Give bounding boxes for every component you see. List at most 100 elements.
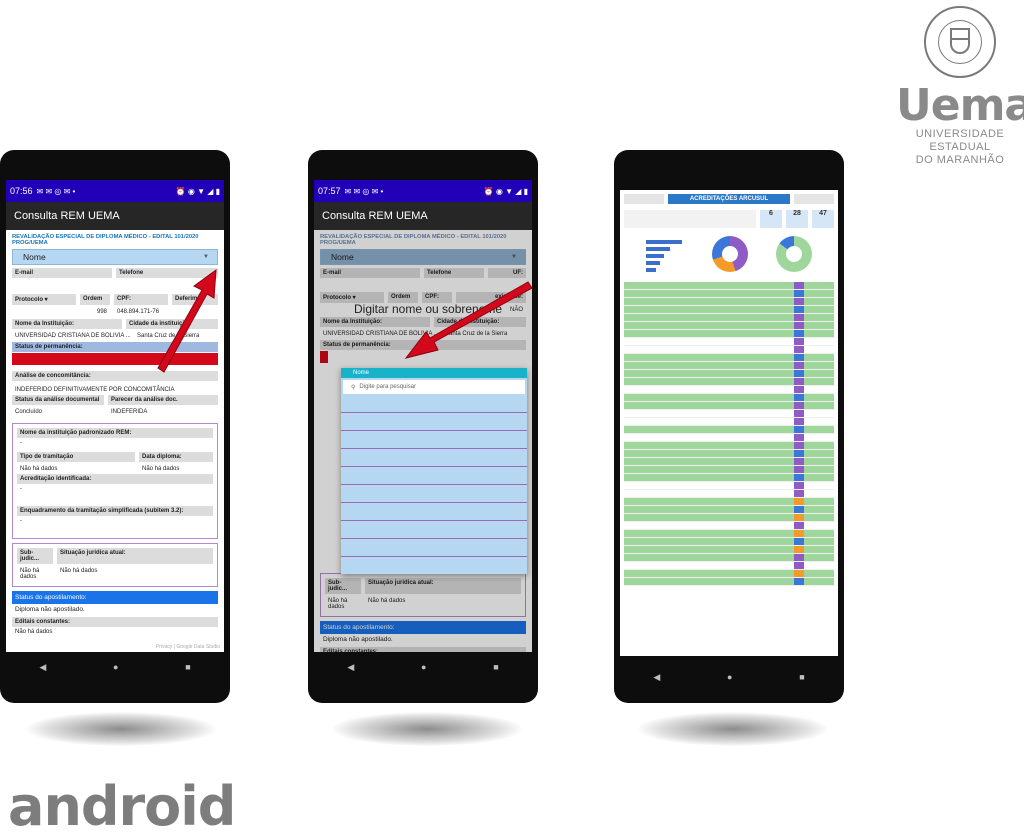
situacao-value: Não há dados: [368, 598, 406, 604]
select-value: Nome: [23, 252, 46, 262]
analise-label: Análise de concomitância:: [12, 371, 218, 381]
select-value: Nome: [331, 252, 354, 262]
status-time: 07:57: [318, 186, 341, 196]
back-icon[interactable]: ◀: [347, 661, 355, 672]
enquadramento-value: -: [20, 518, 22, 524]
nav-bar: ◀ ● ■: [6, 652, 224, 682]
results-table: [620, 282, 838, 586]
red-arrow-icon: [157, 268, 217, 373]
dashboard-logo: [624, 194, 664, 204]
filter-controls[interactable]: [624, 210, 756, 228]
system-icons: ⏰ ◉ ▼ ◢ ▮: [483, 186, 528, 196]
status-time: 07:56: [10, 186, 33, 196]
charts-row: [620, 230, 838, 278]
back-icon[interactable]: ◀: [39, 661, 47, 672]
system-icons: ⏰ ◉ ▼ ◢ ▮: [175, 186, 220, 196]
phone-1: 07:56 ✉ ✉ ◎ ✉ • ⏰ ◉ ▼ ◢ ▮ Consulta REM U…: [0, 150, 230, 703]
footer-links[interactable]: Privacy | Google Data Studio: [155, 644, 220, 650]
dropdown-search-input[interactable]: ⚲ Digite para pesquisar: [343, 380, 525, 394]
app-title: Consulta REM UEMA: [314, 202, 532, 230]
data-diploma-label: Data diploma:: [139, 452, 213, 462]
juridico-box: Sub-judic... Situação jurídica atual: Nã…: [12, 543, 218, 587]
bar-chart: [624, 232, 706, 276]
situacao-label: Situação jurídica atual:: [365, 578, 521, 594]
acreditacao-label: Acreditação identificada:: [17, 474, 213, 484]
uema-subtitle-1: UNIVERSIDADE ESTADUAL: [915, 128, 1005, 153]
chevron-down-icon: ▼: [203, 254, 209, 260]
name-dropdown[interactable]: Nome ⚲ Digite para pesquisar: [341, 368, 527, 574]
dashboard-logo-2: [794, 194, 834, 204]
donut-chart-1: [710, 232, 770, 276]
editais-label: Editais constantes:: [320, 647, 526, 652]
analise-value: INDEFERIDO DEFINITIVAMENTE POR CONCOMITÂ…: [15, 387, 175, 393]
tipo-tram-value: Não há dados: [20, 466, 58, 472]
subjudice-value: Não há dados: [20, 568, 40, 580]
status-permanencia-bar: [320, 351, 328, 363]
android-wordmark: android: [8, 775, 236, 834]
cidade-label: Cidade da instituição:: [126, 319, 218, 329]
enquadramento-label: Enquadramento da tramitação simplificada…: [17, 506, 213, 516]
uf-label: UF:: [488, 268, 526, 278]
instituicao-value: UNIVERSIDAD CRISTIANA DE BOLIVIA ...: [323, 331, 438, 337]
back-icon[interactable]: ◀: [653, 671, 661, 682]
existente-value: NÃO: [509, 307, 523, 313]
kpi-3: 47: [812, 210, 834, 228]
phone-shadow: [332, 712, 522, 746]
apostilamento-value: Diploma não apostilado.: [15, 606, 85, 613]
cidade-value: Santa Cruz de la Sierra: [137, 333, 200, 339]
protocolo-label[interactable]: Protocolo ▾: [12, 294, 76, 305]
dashboard-title: ACREDITAÇÕES ARCUSUL: [668, 194, 790, 204]
chevron-down-icon: ▼: [511, 254, 517, 260]
recents-icon[interactable]: ■: [493, 662, 499, 672]
inst-padronizado-label: Nome da instituição padronizado REM:: [17, 428, 213, 438]
app-title: Consulta REM UEMA: [6, 202, 224, 230]
apostilamento-label: Status do apostilamento:: [320, 621, 526, 634]
search-placeholder: Digite para pesquisar: [359, 384, 417, 390]
email-label: E-mail: [12, 268, 112, 278]
apostilamento-label: Status do apostilamento:: [12, 591, 218, 604]
ordem-label: Ordem: [388, 292, 418, 303]
home-icon[interactable]: ●: [421, 662, 427, 672]
name-select[interactable]: Nome ▼: [12, 249, 218, 265]
phone-2: 07:57 ✉ ✉ ◎ ✉ • ⏰ ◉ ▼ ◢ ▮ Consulta REM U…: [308, 150, 538, 703]
status-analise-label: Status da análise documental: [12, 395, 104, 405]
phone-3: ACREDITAÇÕES ARCUSUL 6 28 47: [614, 150, 844, 703]
subjudice-label: Sub-judic...: [325, 578, 361, 594]
ordem-value: 998: [96, 309, 107, 315]
nav-bar: ◀ ● ■: [314, 652, 532, 682]
ordem-label: Ordem: [80, 294, 110, 305]
cpf-label: CPF:: [422, 292, 452, 303]
recents-icon[interactable]: ■: [185, 662, 191, 672]
situacao-label: Situação jurídica atual:: [57, 548, 213, 564]
editais-value: Não há dados: [15, 629, 53, 635]
home-icon[interactable]: ●: [727, 672, 733, 682]
parecer-label: Parecer da análise doc.: [108, 395, 218, 405]
protocolo-label[interactable]: Protocolo ▾: [320, 292, 384, 303]
cpf-value: 048.894.171-76: [117, 309, 160, 315]
phone-shadow: [26, 712, 216, 746]
donut-chart-2: [774, 232, 834, 276]
kpi-1: 6: [760, 210, 782, 228]
subjudice-value: Não há dados: [328, 598, 348, 610]
status-bar: 07:56 ✉ ✉ ◎ ✉ • ⏰ ◉ ▼ ◢ ▮: [6, 180, 224, 202]
instituicao-label: Nome da Instituição:: [12, 319, 122, 329]
cidade-value: Santa Cruz de la Sierra: [445, 331, 508, 337]
situacao-value: Não há dados: [60, 568, 98, 574]
phone-shadow: [638, 712, 828, 746]
status-permanencia-label: Status de permanência:: [12, 342, 218, 352]
kpi-2: 28: [786, 210, 808, 228]
inst-padronizado-value: -: [20, 440, 22, 446]
uema-seal-icon: [924, 6, 996, 78]
acreditacao-value: -: [20, 486, 22, 492]
instituicao-label: Nome da Instituição:: [320, 317, 430, 327]
phone-3-screen: ACREDITAÇÕES ARCUSUL 6 28 47: [620, 190, 838, 656]
recents-icon[interactable]: ■: [799, 672, 805, 682]
nav-bar: ◀ ● ■: [620, 662, 838, 692]
parecer-value: INDEFERIDA: [111, 409, 148, 415]
search-hint: Digitar nome ou sobrenome: [354, 302, 503, 316]
tipo-tram-label: Tipo de tramitação: [17, 452, 135, 462]
name-select[interactable]: Nome ▼: [320, 249, 526, 265]
home-icon[interactable]: ●: [113, 662, 119, 672]
instituicao-value: UNIVERSIDAD CRISTIANA DE BOLIVIA ...: [15, 333, 130, 339]
